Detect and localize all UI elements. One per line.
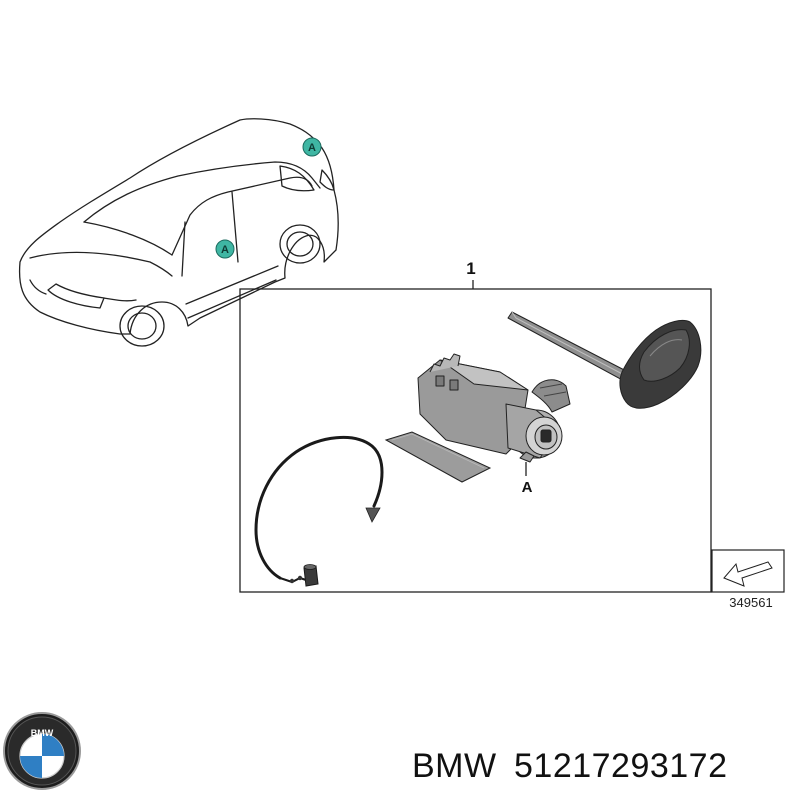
- reference-number: 349561: [729, 595, 772, 610]
- ignition-lock-icon: [417, 353, 571, 463]
- location-badge-door: A: [215, 239, 235, 259]
- release-cable-icon: [254, 435, 384, 587]
- view-direction-arrow-icon: [711, 549, 785, 593]
- part-number: 51217293172: [514, 747, 728, 785]
- callout-kit-number: 1: [466, 259, 475, 278]
- bmw-logo-icon: BMW: [3, 712, 81, 790]
- bmw-logo-lettering: BMW: [31, 728, 54, 738]
- kit-frame: [239, 288, 712, 593]
- brand-name: BMW: [412, 747, 497, 785]
- car-outline-icon: [18, 118, 339, 347]
- gasket-plate-icon: [384, 431, 492, 483]
- emergency-key-icon: [507, 311, 702, 409]
- location-badge-door-label: A: [221, 244, 229, 256]
- callout-location-label: A: [522, 479, 533, 496]
- location-badge-rear: A: [302, 137, 322, 157]
- location-badge-rear-label: A: [308, 142, 316, 154]
